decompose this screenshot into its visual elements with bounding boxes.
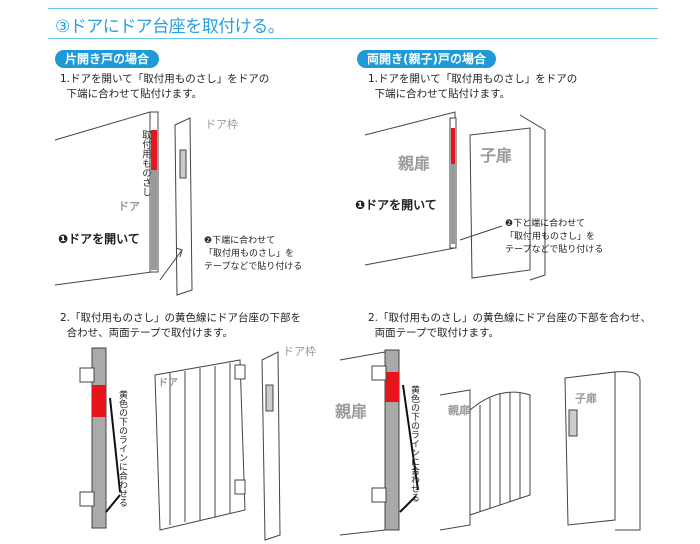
label-parent-door: 親扉 <box>398 154 431 173</box>
divider <box>48 38 658 39</box>
label-parent-door: 親扉 <box>335 402 368 421</box>
arrow-icon <box>399 384 419 513</box>
single-door-heading: 片開き戸の場合 <box>55 50 160 68</box>
double-door-heading: 両開き(親子)戸の場合 <box>357 50 496 68</box>
double-step2-text: 2.「取付用ものさし」の黄色線にドア台座の下部を合わせ、 両面テープで取付けます… <box>368 312 652 339</box>
label-door-frame: ドア枠 <box>283 345 316 358</box>
label-open-door: ❶ドアを開いて <box>355 198 437 212</box>
double-step2-illustration <box>339 349 641 536</box>
single-step2-illustration <box>79 347 281 541</box>
label-child-door: 子扉 <box>575 392 597 405</box>
label-ruler: 取付用ものさし <box>140 130 151 197</box>
label-open-door: ❶ドアを開いて <box>58 232 140 246</box>
single-step1-text: 1.ドアを開いて「取付用ものさし」をドアの 下端に合わせて貼付けます。 <box>60 73 270 100</box>
arrow-icon <box>459 225 503 241</box>
arrow-icon <box>159 247 183 281</box>
label-parent-door: 親扉 <box>448 404 470 417</box>
page-title: ③ドアにドア台座を取付ける。 <box>55 17 285 37</box>
divider <box>48 8 658 9</box>
label-align-yellow: 黄色の下のラインに合わせる <box>117 390 127 507</box>
label-attach: ❷下と端に合わせて 「取付用ものさし」を テープなどで貼り付ける <box>505 219 604 255</box>
double-step1-text: 1.ドアを開いて「取付用ものさし」をドアの 下端に合わせて貼付けます。 <box>368 73 578 100</box>
label-align-yellow: 黄色の下のラインに合わせる <box>409 385 419 502</box>
single-step1-illustration <box>54 111 193 296</box>
label-door-frame: ドア枠 <box>205 118 238 131</box>
label-attach: ❷下端に合わせて 「取付用ものさし」を テープなどで貼り付ける <box>204 236 303 272</box>
label-child-door: 子扉 <box>480 146 513 165</box>
label-door: ドア <box>118 200 140 213</box>
single-step2-text: 2.「取付用ものさし」の黄色線にドア台座の下部を 合わせ、両面テープで取付けます… <box>60 312 302 339</box>
label-door: ドア <box>158 378 178 389</box>
double-step1-illustration <box>364 111 546 281</box>
arrow-icon <box>105 397 121 513</box>
